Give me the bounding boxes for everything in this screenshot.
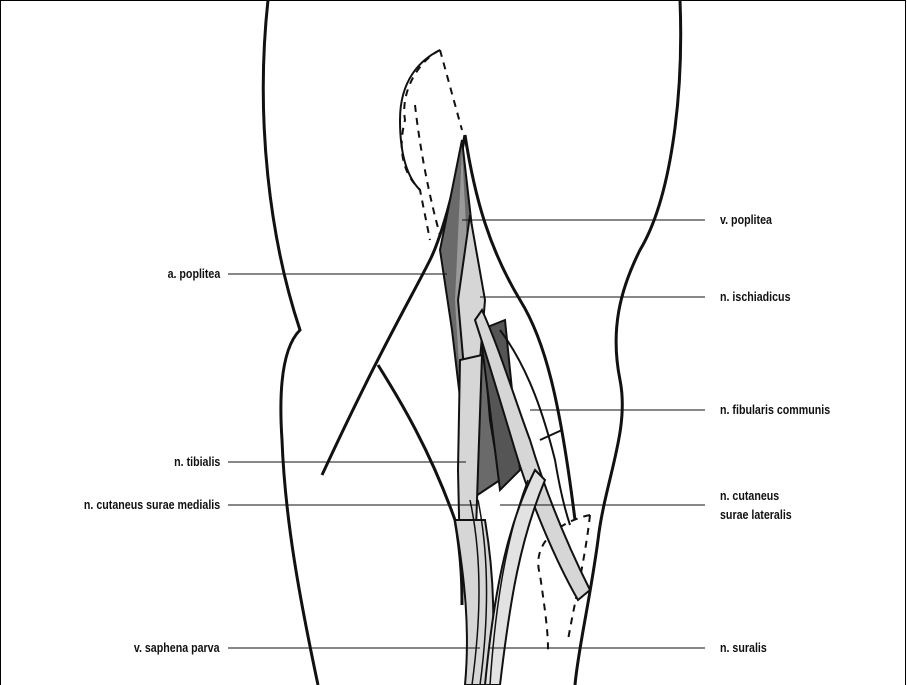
label-n-cutaneus-surae-lateralis-line2: surae lateralis — [720, 507, 792, 522]
medial-inner-border — [378, 365, 462, 605]
label-n-suralis: n. suralis — [720, 640, 767, 655]
label-a-poplitea: a. poplitea — [167, 266, 220, 281]
label-v-saphena-parva: v. saphena parva — [134, 640, 220, 655]
sural-nerve — [485, 470, 545, 685]
label-n-fibularis-communis: n. fibularis communis — [720, 402, 830, 417]
label-n-cutaneus-surae-medialis: n. cutaneus surae medialis — [84, 497, 220, 512]
leg-outline-right — [575, 0, 681, 685]
fibular-cross — [540, 430, 562, 440]
label-n-cutaneus-surae-lateralis-line1: n. cutaneus — [720, 488, 779, 503]
label-n-tibialis: n. tibialis — [174, 454, 220, 469]
medial-muscle-border — [322, 135, 465, 475]
label-v-poplitea: v. poplitea — [720, 212, 772, 227]
dashed-flap-right — [440, 50, 462, 130]
label-n-ischiadicus: n. ischiadicus — [720, 289, 791, 304]
dashed-flap-inner — [415, 105, 440, 235]
leg-outline-left — [263, 0, 318, 685]
